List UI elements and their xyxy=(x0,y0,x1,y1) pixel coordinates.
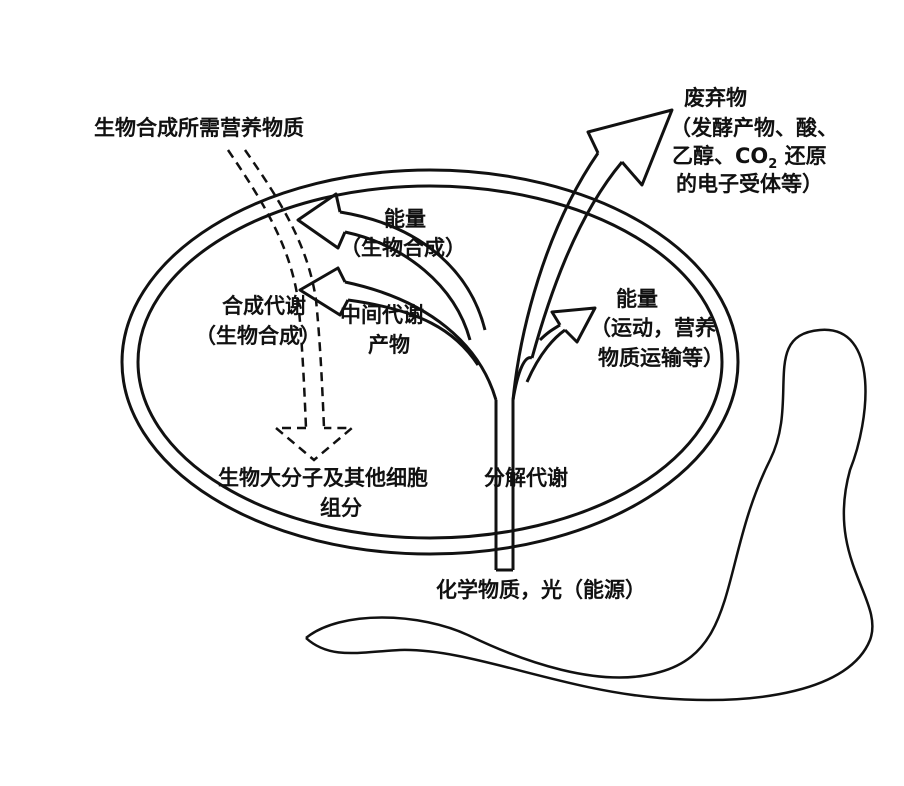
waste-line-2-sub: 2 xyxy=(768,157,778,173)
energy-source-label: 化学物质，光（能源） xyxy=(436,578,646,602)
nutrients-label: 生物合成所需营养物质 xyxy=(94,116,304,140)
cell-membrane-outer xyxy=(120,168,740,556)
waste-line-2-post: 还原 xyxy=(777,144,827,168)
energy-right-line-1: （运动，营养 xyxy=(590,316,716,340)
catabolism-label: 分解代谢 xyxy=(484,466,568,490)
waste-title: 废弃物 xyxy=(684,86,747,110)
intermediate-line-1: 中间代谢 xyxy=(340,303,424,327)
waste-line-2-pre: 乙醇、CO xyxy=(672,144,769,168)
energy-right-line-2: 物质运输等） xyxy=(598,346,724,370)
waste-line-1: （发酵产物、酸、 xyxy=(670,116,838,140)
waste-line-3: 的电子受体等） xyxy=(676,172,823,196)
anabolism-title: 合成代谢 xyxy=(222,294,306,318)
macromolecules-line-2: 组分 xyxy=(320,496,362,520)
waste-line-2: 乙醇、CO2 还原 xyxy=(672,144,827,173)
macromolecules-line-1: 生物大分子及其他细胞 xyxy=(218,466,428,490)
energy-right-title: 能量 xyxy=(616,287,658,311)
energy-top-subtitle: （生物合成） xyxy=(340,236,466,260)
cell-membrane-inner xyxy=(136,184,724,540)
anabolism-dashed-arrow xyxy=(226,149,356,462)
anabolism-subtitle: （生物合成） xyxy=(195,324,321,348)
energy-top-title: 能量 xyxy=(384,207,426,231)
environment-boundary xyxy=(305,328,874,702)
intermediate-line-2: 产物 xyxy=(368,333,410,357)
catabolism-stem xyxy=(296,108,674,572)
